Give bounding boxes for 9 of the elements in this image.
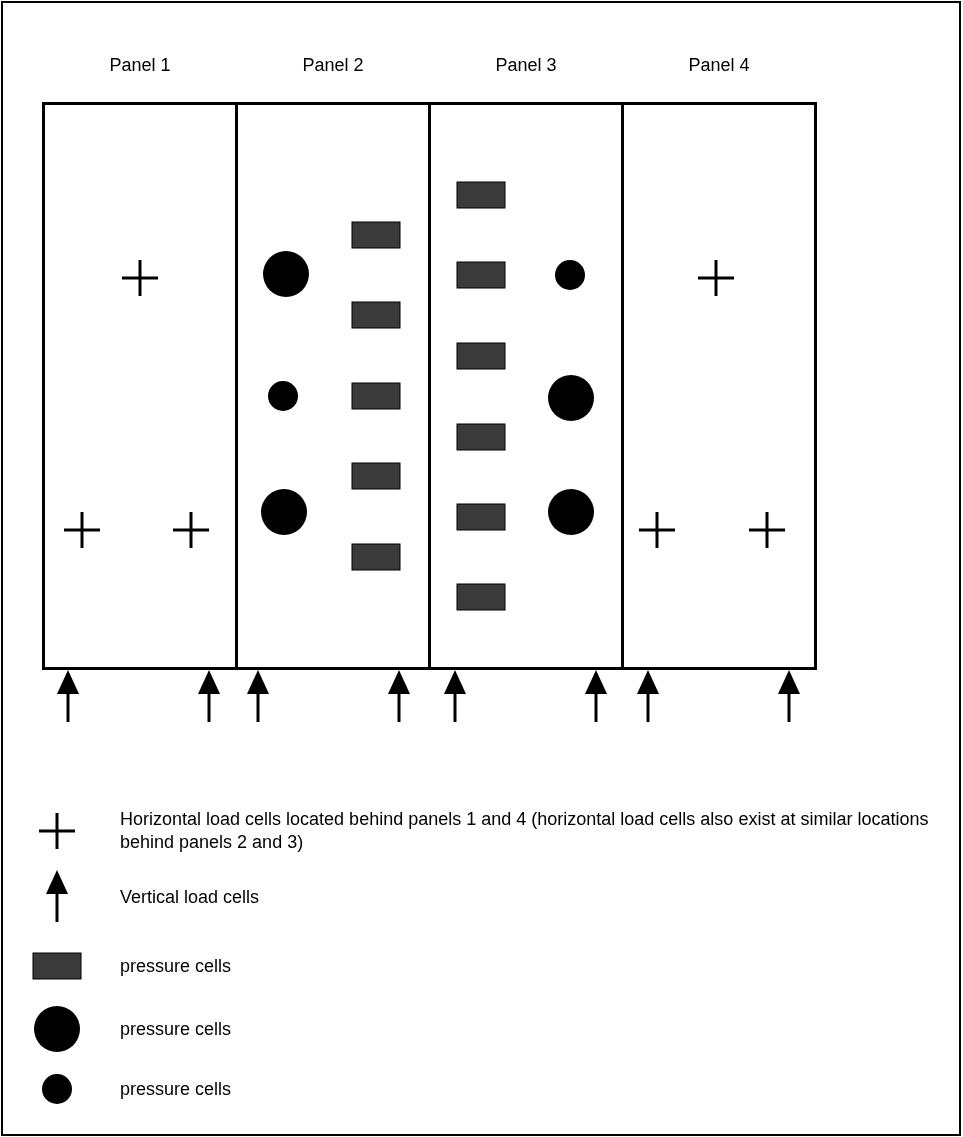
legend-text: Vertical load cells xyxy=(120,886,260,909)
legend-text: Horizontal load cells located behind panels 1 and 4 (horizontal load cells also exist at similar locations behind panels 2 and 3) xyxy=(120,808,930,854)
panel-title: Panel 1 xyxy=(109,55,171,76)
panel-title: Panel 4 xyxy=(688,55,750,76)
panel-title: Panel 2 xyxy=(302,55,364,76)
legend-text: pressure cells xyxy=(120,955,232,978)
legend-text: pressure cells xyxy=(120,1018,232,1041)
legend-text: pressure cells xyxy=(120,1078,232,1101)
panel-title: Panel 3 xyxy=(495,55,557,76)
